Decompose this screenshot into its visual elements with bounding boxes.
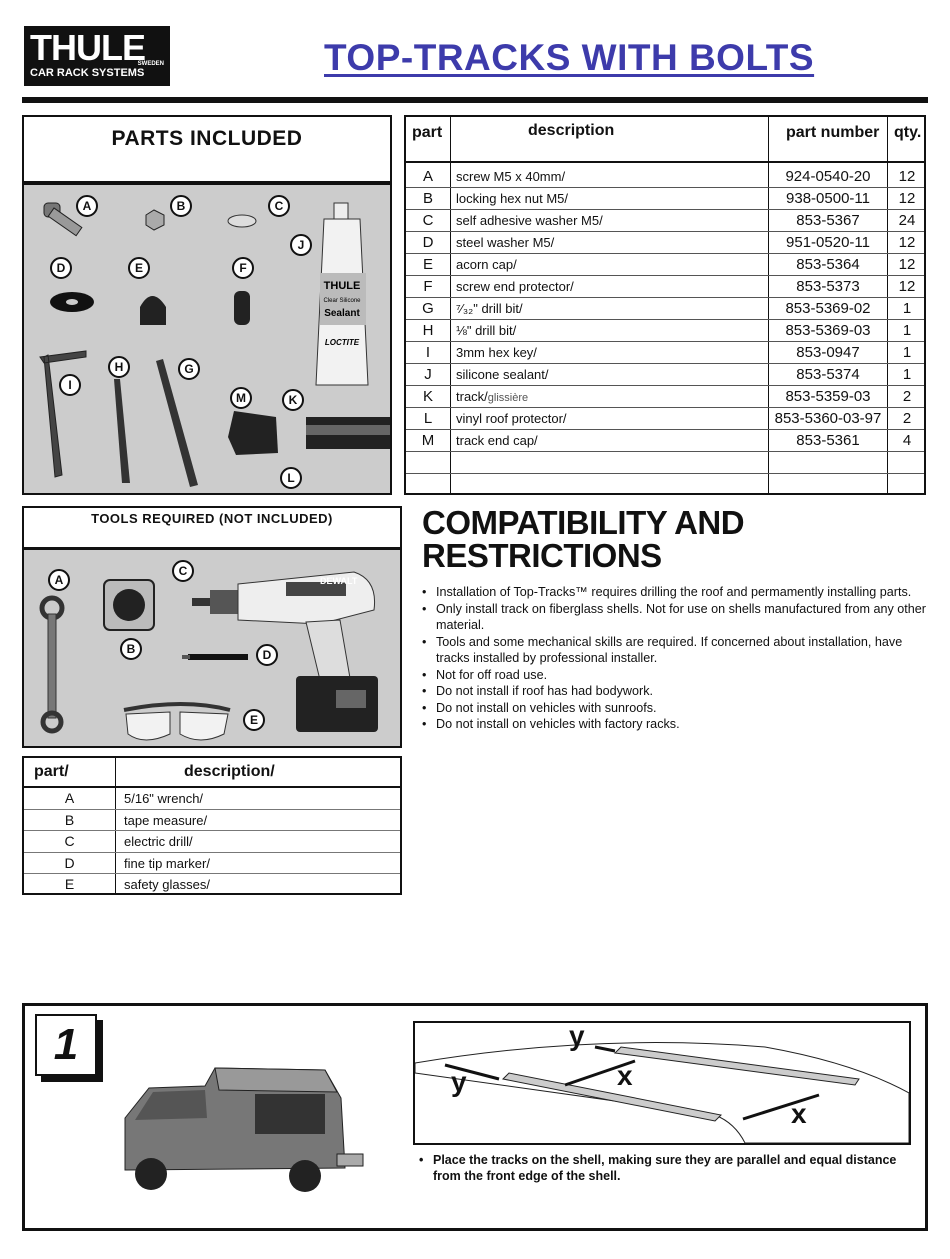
list-item: Only install track on fiberglass shells.… [422, 601, 932, 634]
step-number: 1 [35, 1014, 97, 1076]
header-qty: qty. [894, 124, 922, 141]
tools-required-heading: TOOLS REQUIRED (NOT INCLUDED) [24, 508, 400, 550]
tool-label-b: B [120, 638, 142, 660]
part-label-e: E [128, 257, 150, 279]
sealant-subtitle: Clear Silicone [323, 298, 361, 304]
thule-logo: THULE SWEDEN CAR RACK SYSTEMS [24, 26, 170, 86]
compatibility-heading: COMPATIBILITY AND RESTRICTIONS [422, 504, 745, 574]
tools-header-part: part/ [34, 763, 69, 780]
part-label-h: H [108, 356, 130, 378]
tool-label-d: D [256, 644, 278, 666]
sealant-loctite: LOCTITE [325, 338, 360, 347]
tools-illustration: DEWALT [39, 571, 378, 741]
document-title: TOP-TRACKS WITH BOLTS [324, 37, 815, 78]
shell-roof-illustration [415, 1042, 909, 1143]
list-item: Installation of Top-Tracks™ requires dri… [422, 584, 932, 601]
tape-measure-illustration [103, 579, 155, 631]
part-label-d: D [50, 257, 72, 279]
part-label-m: M [230, 387, 252, 409]
track-end-cap-illustration [228, 411, 278, 455]
tools-required-panel: TOOLS REQUIRED (NOT INCLUDED) DEWALT [22, 506, 402, 748]
tool-label-a: A [48, 569, 70, 591]
tools-header-description: description/ [184, 763, 275, 780]
parts-included-heading: PARTS INCLUDED [24, 117, 390, 185]
label-x-right: x [791, 1098, 807, 1129]
step-1-panel: 1 y y x x Place the tracks on the shell,… [22, 1003, 928, 1231]
logo-main-text: THULE [30, 27, 146, 68]
hex-nut-illustration [145, 209, 165, 231]
wrench-illustration [39, 595, 65, 734]
logo-sub-text: CAR RACK SYSTEMS [30, 67, 145, 79]
sealant-brand: THULE [324, 280, 361, 292]
part-label-b: B [170, 195, 192, 217]
hex-key-illustration [39, 350, 87, 478]
drill-illustration [192, 571, 378, 732]
header-part: part [412, 124, 443, 141]
parts-illustration: THULE Clear Silicone Sealant LOCTITE [39, 202, 390, 487]
part-label-k: K [282, 389, 304, 411]
list-item: Tools and some mechanical skills are req… [422, 634, 932, 667]
label-x-mid: x [617, 1060, 633, 1091]
header-divider [22, 97, 928, 103]
screw-illustration [43, 202, 83, 237]
list-item: Do not install on vehicles with sunroofs… [422, 700, 932, 717]
safety-glasses-illustration [123, 702, 231, 741]
drill-bit-g-illustration [156, 359, 198, 487]
part-label-l: L [280, 467, 302, 489]
list-item: Not for off road use. [422, 667, 932, 684]
part-label-c: C [268, 195, 290, 217]
end-protector-illustration [234, 291, 250, 325]
track-illustration [306, 417, 390, 449]
truck-illustration [124, 1067, 364, 1192]
header-part-number: part number [786, 124, 880, 141]
part-label-j: J [290, 234, 312, 256]
logo-sweden-text: SWEDEN [137, 61, 164, 67]
part-label-f: F [232, 257, 254, 279]
acorn-cap-illustration [140, 296, 166, 325]
list-item: Do not install if roof has had bodywork. [422, 683, 932, 700]
label-y-left: y [451, 1066, 467, 1097]
table-row-empty [406, 452, 924, 474]
compatibility-list: Installation of Top-Tracks™ requires dri… [422, 584, 932, 733]
header-description: description [528, 122, 615, 139]
part-label-i: I [59, 374, 81, 396]
drill-bit-h-illustration [114, 379, 130, 483]
parts-included-panel: PARTS INCLUDED THULE Clear Silicone Seal… [22, 115, 392, 495]
drill-brand: DEWALT [320, 576, 358, 586]
step-1-instruction: Place the tracks on the shell, making su… [419, 1152, 909, 1184]
list-item: Do not install on vehicles with factory … [422, 716, 932, 733]
sealant-tube-illustration [315, 202, 369, 386]
tool-label-e: E [243, 709, 265, 731]
track-placement-diagram: y y x x [413, 1021, 911, 1145]
adhesive-washer-illustration [227, 214, 257, 228]
part-label-g: G [178, 358, 200, 380]
tool-label-c: C [172, 560, 194, 582]
marker-illustration [182, 654, 248, 660]
sealant-label: Sealant [324, 308, 360, 319]
part-label-a: A [76, 195, 98, 217]
label-y-top: y [569, 1021, 585, 1051]
